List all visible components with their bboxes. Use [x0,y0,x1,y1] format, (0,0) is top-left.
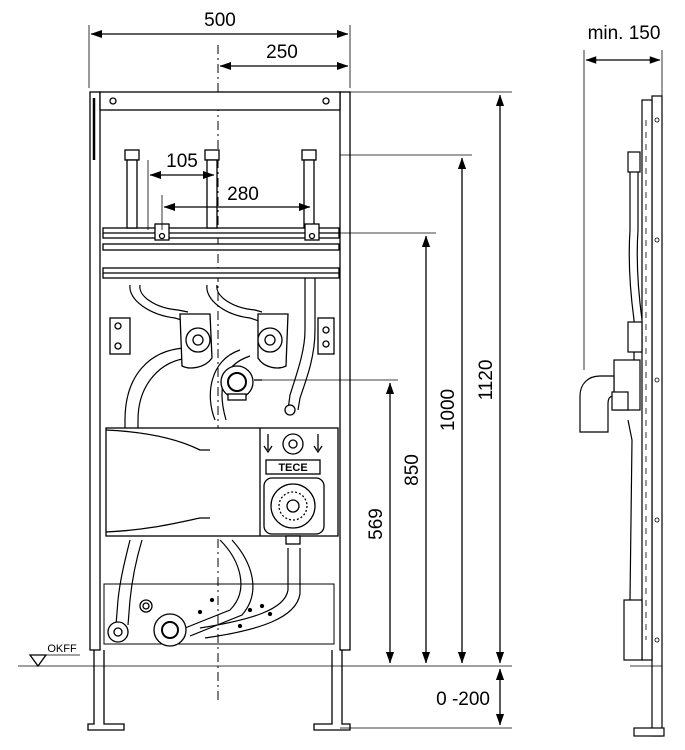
control-panel: TECE [105,427,339,545]
front-view: TECE [18,25,512,731]
dimension-labels: 500 250 105 280 1120 1000 850 569 0 -200… [47,10,660,710]
label-850: 850 [402,454,423,486]
label-105: 105 [166,151,198,172]
floor-level-marker [28,654,48,668]
label-0-200: 0 -200 [436,689,490,710]
supply-pipes [124,149,320,241]
label-min-150: min. 150 [588,23,661,44]
brand-label: TECE [278,462,307,474]
label-okff: OKFF [47,643,77,655]
label-1120: 1120 [476,360,497,401]
valve-bodies [109,313,335,416]
label-1000: 1000 [438,389,459,431]
flex-hoses [124,278,316,430]
bottom-housing [103,583,335,647]
label-569: 569 [366,508,387,540]
label-500: 500 [204,10,236,31]
label-250: 250 [266,42,298,63]
side-view [579,50,665,737]
upper-rails [102,227,340,279]
brand-plate [265,459,321,475]
lower-hoses [115,539,301,639]
label-280: 280 [227,184,259,205]
